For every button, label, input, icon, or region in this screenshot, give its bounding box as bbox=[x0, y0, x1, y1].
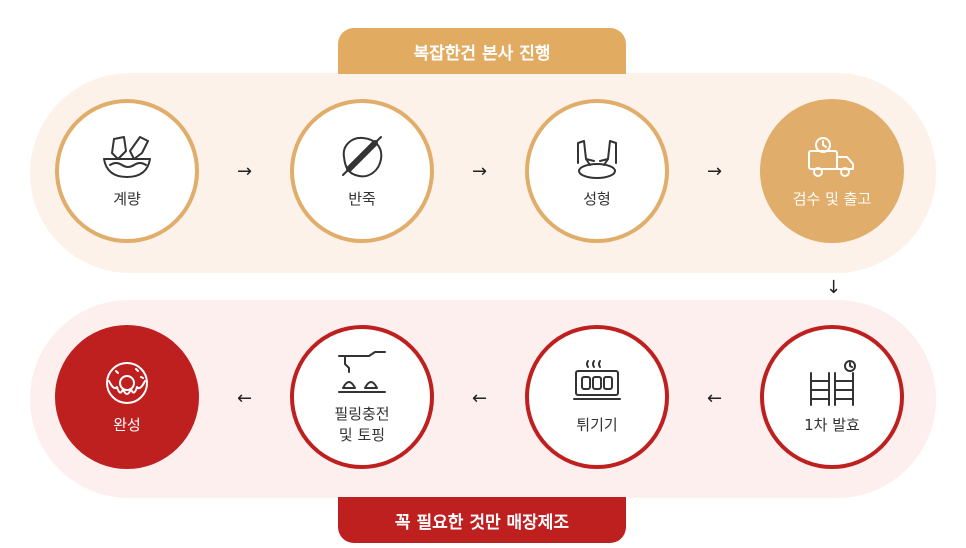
step-filling: 필링충전 및 토핑 bbox=[290, 325, 434, 469]
step-fry-label: 튀기기 bbox=[576, 415, 618, 434]
hands-dough-icon bbox=[577, 139, 617, 179]
arrow-right-3: → bbox=[707, 161, 723, 182]
delivery-truck-icon bbox=[808, 136, 854, 177]
step-measure-label: 계량 bbox=[113, 189, 141, 208]
arrow-left-1: ← bbox=[707, 388, 723, 409]
step-filling-label-line1: 필링충전 bbox=[334, 405, 390, 423]
step-proof-label: 1차 발효 bbox=[804, 415, 860, 434]
step-inspect-label: 검수 및 출고 bbox=[792, 189, 872, 208]
proofing-rack-icon bbox=[810, 359, 856, 406]
fryer-icon bbox=[573, 359, 621, 400]
bottom-banner: 꼭 필요한 것만 매장제조 bbox=[338, 497, 626, 543]
arrow-left-2: ← bbox=[472, 388, 488, 409]
step-measure: 계량 bbox=[55, 99, 199, 243]
step-knead-label: 반죽 bbox=[348, 189, 376, 208]
step-done: 완성 bbox=[55, 325, 199, 469]
arrow-right-1: → bbox=[237, 161, 253, 182]
step-filling-label-line2: 및 토핑 bbox=[338, 426, 386, 444]
piping-bag-icon bbox=[338, 351, 386, 393]
measuring-bowl-icon bbox=[103, 135, 151, 178]
donut-icon bbox=[106, 361, 148, 404]
bottom-banner-text: 꼭 필요한 것만 매장제조 bbox=[394, 512, 570, 533]
top-banner: 복잡한건 본사 진행 bbox=[338, 28, 626, 74]
step-knead: 반죽 bbox=[290, 99, 434, 243]
top-banner-text: 복잡한건 본사 진행 bbox=[413, 43, 551, 64]
step-shape: 성형 bbox=[525, 99, 669, 243]
step-filling-label: 필링충전 및 토핑 bbox=[334, 404, 389, 446]
arrow-down: ↓ bbox=[826, 277, 842, 298]
arrow-right-2: → bbox=[472, 161, 488, 182]
step-shape-label: 성형 bbox=[583, 189, 611, 208]
step-done-label: 완성 bbox=[113, 415, 141, 434]
step-fry: 튀기기 bbox=[525, 325, 669, 469]
step-proof: 1차 발효 bbox=[760, 325, 904, 469]
step-inspect: 검수 및 출고 bbox=[760, 99, 904, 243]
arrow-left-3: ← bbox=[237, 388, 253, 409]
rolling-pin-icon bbox=[342, 135, 383, 177]
